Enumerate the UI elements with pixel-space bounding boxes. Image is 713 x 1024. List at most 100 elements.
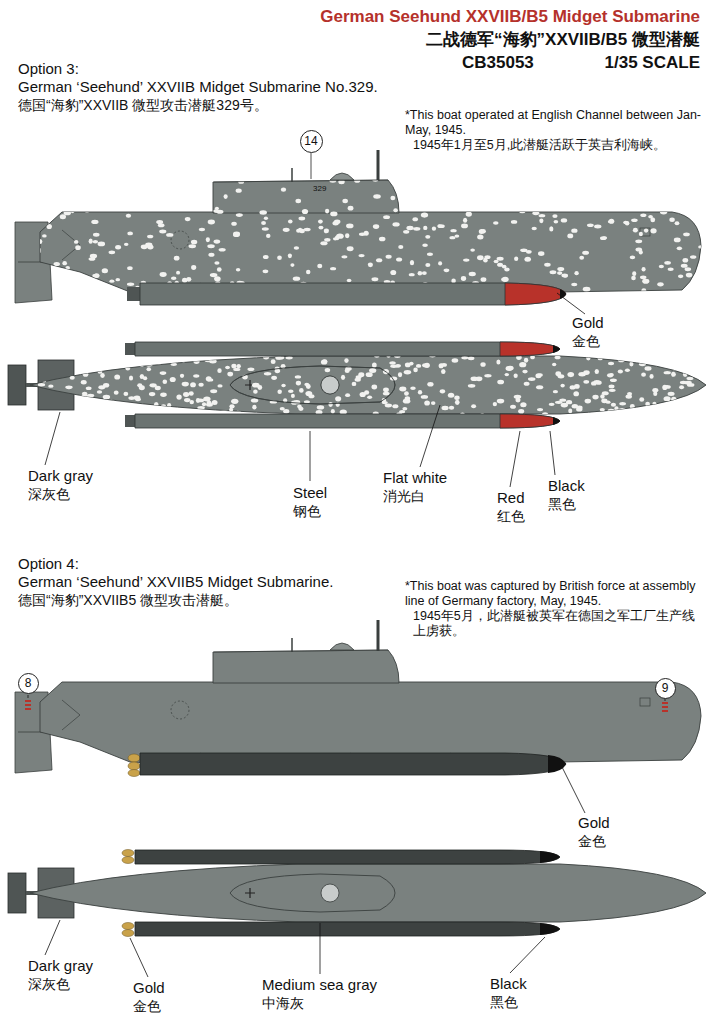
camouflage-dot <box>493 402 497 406</box>
camouflage-dot <box>198 206 205 211</box>
camouflage-dot <box>683 372 687 377</box>
camouflage-dot <box>471 404 476 408</box>
camouflage-dot <box>552 363 556 367</box>
camouflage-dot <box>501 278 508 282</box>
camouflage-dot <box>92 274 99 278</box>
camouflage-dot <box>602 391 609 395</box>
camouflage-dot <box>625 221 629 226</box>
camouflage-dot <box>75 245 81 250</box>
camouflage-dot <box>454 234 459 237</box>
camouflage-dot <box>37 249 41 253</box>
camouflage-dot <box>390 270 396 275</box>
camouflage-dot <box>636 247 643 251</box>
camouflage-dot <box>683 233 690 237</box>
camouflage-dot <box>70 208 74 213</box>
camouflage-dot <box>373 224 379 229</box>
camouflage-dot <box>609 389 616 392</box>
camouflage-dot <box>219 248 226 252</box>
camouflage-dot <box>330 267 336 270</box>
camouflage-dot <box>567 372 574 377</box>
camouflage-dot <box>321 359 327 364</box>
camouflage-dot <box>87 296 94 300</box>
camouflage-dot <box>556 181 562 185</box>
camouflage-dot <box>519 362 526 367</box>
color-label: 深灰色 <box>28 976 70 993</box>
camouflage-dot <box>31 380 39 383</box>
camouflage-dot <box>98 370 103 374</box>
camouflage-dot <box>40 371 46 375</box>
camouflage-dot <box>673 353 679 357</box>
option-heading: Option 4: <box>18 555 79 573</box>
camouflage-dot <box>484 190 490 194</box>
callout-number: 9 <box>655 678 676 699</box>
camouflage-dot <box>283 228 290 232</box>
camouflage-dot <box>43 405 48 409</box>
camouflage-dot <box>435 184 441 188</box>
camouflage-dot <box>271 376 277 380</box>
camouflage-dot <box>684 381 691 385</box>
camouflage-dot <box>557 271 562 275</box>
camouflage-dot <box>344 358 348 363</box>
camouflage-dot <box>202 402 206 406</box>
camouflage-dot <box>498 198 505 203</box>
camouflage-dot <box>390 196 395 200</box>
camouflage-dot <box>449 236 455 239</box>
camouflage-dot <box>441 406 448 411</box>
camouflage-dot <box>237 364 241 368</box>
camouflage-dot <box>532 227 537 230</box>
camouflage-dot <box>127 283 134 286</box>
camouflage-dot <box>630 255 636 259</box>
camouflage-dot <box>626 394 632 398</box>
camouflage-dot <box>574 271 578 275</box>
camouflage-dot <box>86 386 92 390</box>
color-label: 金色 <box>133 998 161 1015</box>
camouflage-dot <box>188 181 192 186</box>
camouflage-dot <box>398 372 402 377</box>
camouflage-dot <box>369 368 376 373</box>
camouflage-dot <box>181 358 186 363</box>
camouflage-dot <box>299 388 304 393</box>
camouflage-dot <box>409 199 414 204</box>
camouflage-dot <box>383 387 389 392</box>
camouflage-dot <box>345 233 349 238</box>
camouflage-dot <box>557 267 564 271</box>
hull-number: 329 <box>313 184 326 194</box>
camouflage-dot <box>413 227 420 231</box>
camouflage-dot <box>178 202 183 206</box>
camouflage-dot <box>583 287 591 292</box>
camouflage-dot <box>257 385 262 390</box>
camouflage-dot <box>155 361 161 365</box>
camouflage-dot <box>259 210 266 214</box>
color-label: Gold <box>578 814 610 832</box>
color-label: Black <box>490 975 527 993</box>
camouflage-dot <box>622 174 628 179</box>
camouflage-dot <box>347 246 354 251</box>
camouflage-dot <box>147 235 153 238</box>
camouflage-dot <box>147 367 152 371</box>
camouflage-dot <box>170 377 176 382</box>
camouflage-dot <box>583 370 589 375</box>
camouflage-dot <box>620 180 626 184</box>
camouflage-dot <box>98 242 105 247</box>
camouflage-dot <box>524 382 530 386</box>
camouflage-dot <box>554 220 559 223</box>
camouflage-dot <box>481 277 487 282</box>
camouflage-dot <box>84 361 91 366</box>
camouflage-dot <box>461 224 468 229</box>
camouflage-dot <box>681 264 688 268</box>
camouflage-dot <box>513 185 521 189</box>
camouflage-dot <box>479 229 484 234</box>
camouflage-dot <box>664 261 671 265</box>
camouflage-dot <box>630 404 635 409</box>
camouflage-dot <box>609 385 615 389</box>
camouflage-dot <box>60 413 67 416</box>
camouflage-dot <box>598 356 603 360</box>
camouflage-dot <box>416 364 421 368</box>
camouflage-dot <box>63 276 70 279</box>
camouflage-dot <box>191 265 196 270</box>
camouflage-dot <box>156 220 163 224</box>
camouflage-dot <box>160 272 167 277</box>
camouflage-dot <box>619 402 626 405</box>
camouflage-dot <box>117 176 123 179</box>
option-description: 德国“海豹”XXVIIB5 微型攻击潜艇。 <box>18 592 238 609</box>
